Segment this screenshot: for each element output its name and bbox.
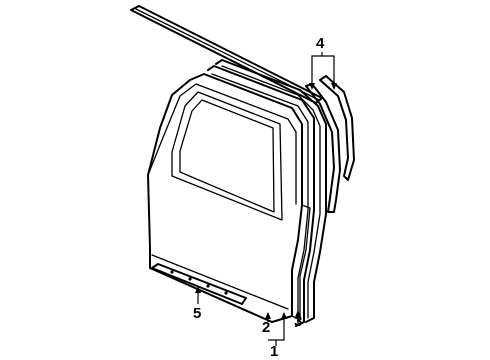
- label-part-5: 5: [193, 305, 201, 322]
- rear-frame-weatherstrip-outer: [305, 83, 341, 213]
- callout-leaders: [195, 52, 337, 346]
- label-part-1: 1: [270, 343, 278, 360]
- rear-frame-weatherstrip-inner: [319, 75, 355, 181]
- label-part-3: 3: [294, 313, 302, 330]
- label-part-2: 2: [262, 319, 270, 336]
- molding-clips: [170, 270, 228, 295]
- label-part-4: 4: [316, 35, 325, 52]
- door-shell: [147, 73, 311, 323]
- body-side-weatherstrip: [215, 59, 327, 323]
- lower-door-molding: [151, 263, 247, 305]
- door-weatherstrip: [207, 65, 315, 327]
